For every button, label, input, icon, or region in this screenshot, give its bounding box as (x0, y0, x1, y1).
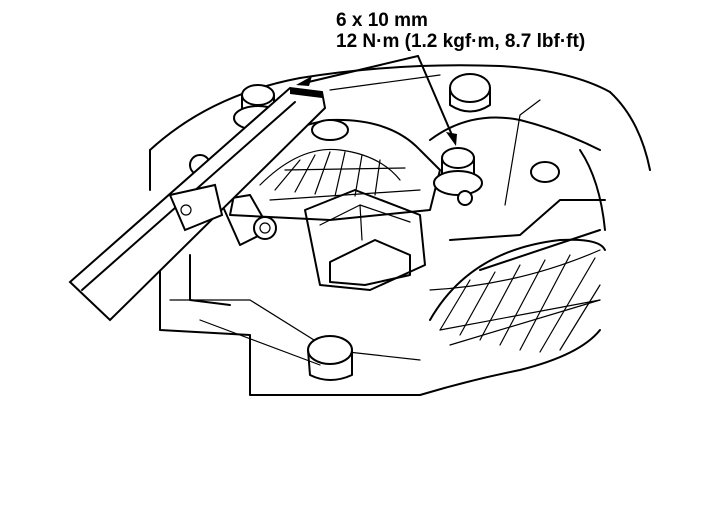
housing-bosses (307, 73, 560, 381)
bolt-size-label: 6 x 10 mm (336, 10, 428, 31)
bolt-right (433, 147, 483, 206)
torque-converter-fan (429, 238, 606, 353)
alignment-tool (68, 86, 327, 322)
callout-leader-lines (296, 55, 457, 146)
torque-callout: 6 x 10 mm 12 N·m (1.2 kgf·m, 8.7 lbf·ft) (336, 10, 585, 52)
transmission-housing (149, 64, 651, 396)
range-switch-connector (304, 189, 426, 291)
torque-spec-label: 12 N·m (1.2 kgf·m, 8.7 lbf·ft) (336, 31, 586, 52)
